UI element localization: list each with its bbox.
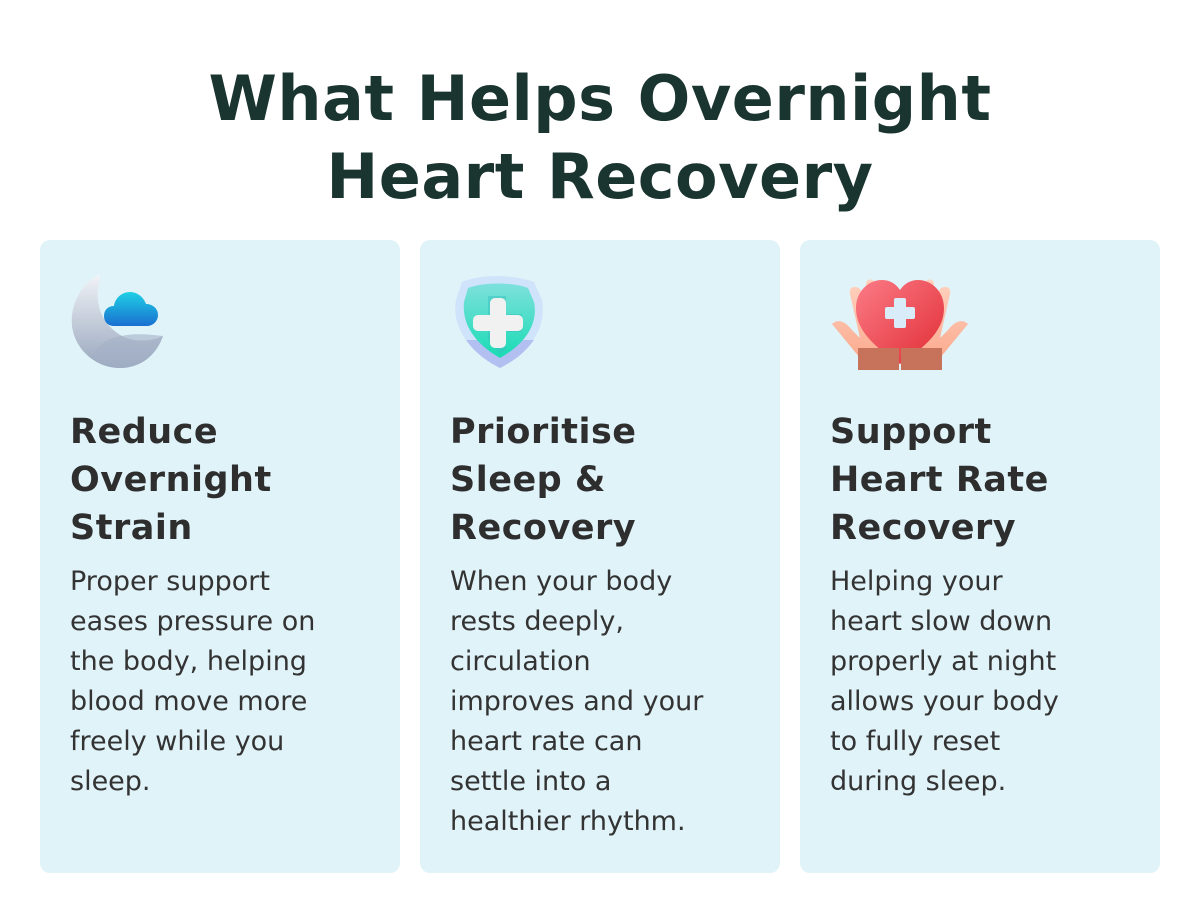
card-body: Helping your heart slow down properly at… (830, 566, 1059, 797)
card-reduce-strain: Reduce Overnight Strain Proper support e… (40, 240, 400, 873)
card-body: Proper support eases pressure on the bod… (70, 566, 316, 797)
page-title: What Helps Overnight Heart Recovery (0, 60, 1200, 216)
shield-plus-icon (455, 276, 543, 368)
card-support-heart-rate: Support Heart Rate Recovery Helping your… (800, 240, 1160, 873)
card-heading: Prioritise Sleep & Recovery (450, 412, 637, 548)
card-heading: Reduce Overnight Strain (70, 412, 272, 548)
card-prioritise-sleep: Prioritise Sleep & Recovery When your bo… (420, 240, 780, 873)
hands-heart-icon (832, 279, 968, 370)
card-heading: Support Heart Rate Recovery (830, 412, 1049, 548)
title-line-2: Heart Recovery (326, 139, 874, 213)
moon-cloud-icon (71, 274, 163, 368)
title-line-1: What Helps Overnight (208, 61, 992, 135)
card-body: When your body rests deeply, circulation… (450, 566, 704, 837)
